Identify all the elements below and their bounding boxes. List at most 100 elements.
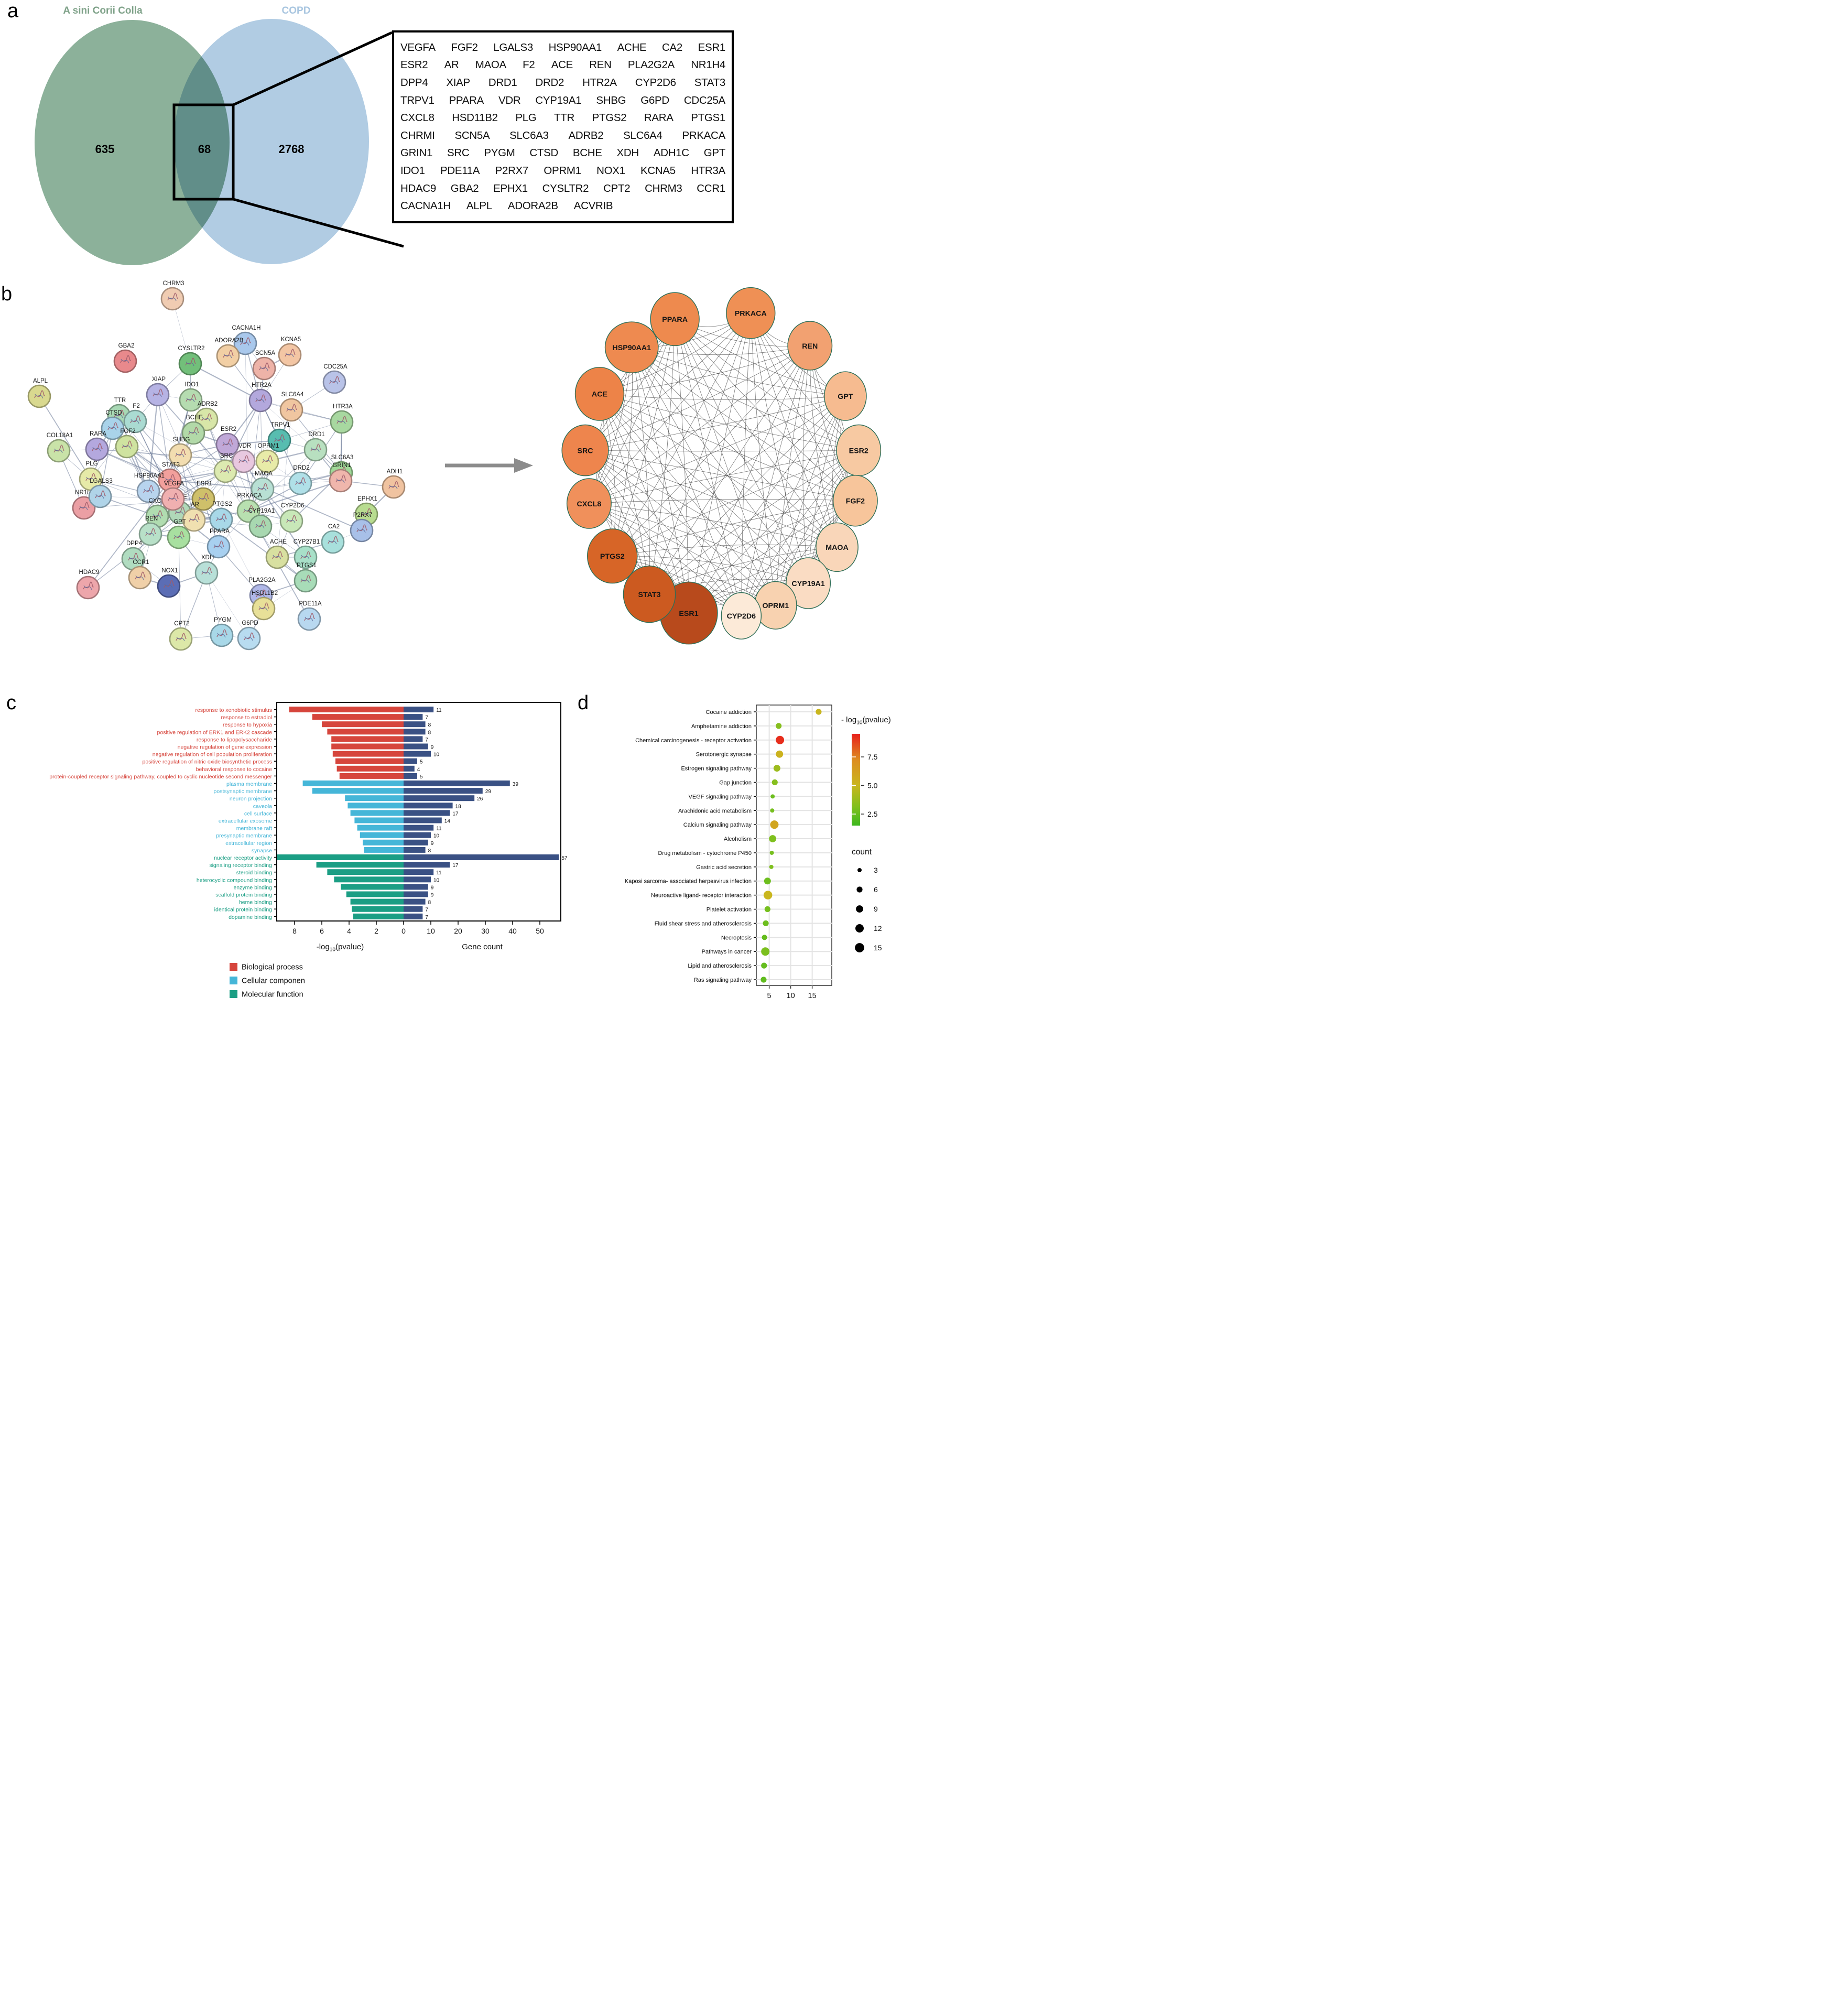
- hub-node-ACE[interactable]: ACE: [574, 366, 625, 421]
- string-node-CPT2[interactable]: CPT2: [169, 621, 193, 651]
- string-node-DRD1[interactable]: DRD1: [303, 431, 328, 462]
- hub-node-HSP90AA1[interactable]: HSP90AA1: [604, 321, 659, 373]
- string-node-STAT3[interactable]: STAT3: [158, 462, 182, 492]
- string-node-PTGS1[interactable]: PTGS1: [294, 562, 318, 593]
- string-node-AR[interactable]: AR: [182, 502, 206, 532]
- string-node-SLC6A4[interactable]: SLC6A4: [279, 392, 304, 422]
- string-node-ESR2[interactable]: ESR2: [215, 426, 240, 457]
- hub-node-CYP2D6[interactable]: CYP2D6: [721, 592, 762, 640]
- string-node-CACNA1H[interactable]: CACNA1H: [232, 325, 261, 355]
- hub-node-REN[interactable]: REN: [787, 321, 833, 371]
- string-node-PDE11A[interactable]: PDE11A: [297, 601, 322, 631]
- string-node-BCHE[interactable]: BCHE: [181, 415, 205, 445]
- gene-symbol: AR: [444, 59, 459, 71]
- string-node-ALPL[interactable]: ALPL: [27, 378, 51, 408]
- go-term-label: response to lipopolysaccharide: [197, 736, 272, 743]
- string-node-MAOA[interactable]: MAOA: [251, 471, 275, 501]
- hub-node-PPARA[interactable]: PPARA: [650, 292, 700, 346]
- string-node-CTSD[interactable]: CTSD: [101, 410, 125, 440]
- hub-node-PRKACA[interactable]: PRKACA: [726, 287, 776, 339]
- string-node-IDO1[interactable]: IDO1: [179, 382, 203, 412]
- string-node-HTR3A[interactable]: HTR3A: [330, 404, 354, 434]
- string-node-HDAC9[interactable]: HDAC9: [76, 569, 100, 600]
- string-node-P2RX7[interactable]: P2RX7: [350, 512, 374, 543]
- string-node-ADORA2B[interactable]: ADORA2B: [215, 338, 244, 368]
- string-node-CA2[interactable]: CA2: [321, 524, 345, 554]
- hub-node-ellipse: [816, 522, 859, 572]
- string-node-GBA2[interactable]: GBA2: [113, 343, 137, 373]
- string-node-DRD2[interactable]: DRD2: [288, 465, 312, 495]
- protein-ribbon-icon: [202, 570, 211, 576]
- hub-node-STAT3[interactable]: STAT3: [623, 566, 676, 623]
- string-node-CYP2D6[interactable]: CYP2D6: [279, 503, 304, 533]
- string-node-REN[interactable]: REN: [138, 516, 162, 546]
- network-edge: [260, 400, 316, 450]
- string-node-OPRM1[interactable]: OPRM1: [255, 443, 279, 473]
- node-label: CTSD: [105, 410, 122, 416]
- string-node-XDH[interactable]: XDH: [194, 555, 219, 585]
- string-node-HSP90AA1[interactable]: HSP90AA1: [134, 473, 165, 503]
- string-node-DPP4[interactable]: DPP4: [121, 540, 145, 571]
- string-node-SHBG[interactable]: SHBG: [168, 437, 192, 467]
- string-node-SCN5A[interactable]: SCN5A: [252, 350, 276, 381]
- hub-node-SRC[interactable]: SRC: [561, 424, 609, 476]
- string-node-PYGM[interactable]: PYGM: [210, 617, 234, 647]
- string-node-SRC[interactable]: SRC: [213, 453, 237, 483]
- string-node-PRKACA[interactable]: PRKACA: [236, 493, 262, 523]
- string-node-NOX1[interactable]: NOX1: [157, 568, 181, 598]
- hub-node-PTGS2[interactable]: PTGS2: [587, 528, 638, 584]
- string-node-LGALS3[interactable]: LGALS3: [88, 478, 113, 508]
- string-node-CDC25A[interactable]: CDC25A: [322, 364, 347, 394]
- gene-symbol: SHBG: [596, 94, 626, 106]
- string-node-GRIN1[interactable]: GRIN1: [329, 462, 353, 493]
- string-node-PPARA[interactable]: PPARA: [207, 528, 231, 559]
- string-node-CYP27B1[interactable]: CYP27B1: [294, 539, 320, 569]
- hub-node-OPRM1[interactable]: OPRM1: [754, 581, 797, 630]
- string-node-XIAP[interactable]: XIAP: [146, 376, 170, 407]
- string-node-CHRM3[interactable]: CHRM3: [160, 280, 184, 311]
- gene-symbol: GBA2: [450, 182, 479, 194]
- protein-ribbon-icon: [214, 544, 223, 549]
- string-node-RARA[interactable]: RARA: [85, 431, 109, 461]
- hub-node-GPT[interactable]: GPT: [823, 371, 867, 421]
- count-value: 9: [431, 841, 434, 847]
- string-node-HTR2A[interactable]: HTR2A: [248, 382, 273, 413]
- string-node-TRPV1[interactable]: TRPV1: [267, 422, 291, 452]
- string-node-CYP19A1[interactable]: CYP19A1: [248, 508, 275, 538]
- venn-left-circle[interactable]: [35, 20, 230, 265]
- hub-node-label: ACE: [592, 391, 607, 399]
- hub-node-FGF2[interactable]: FGF2: [832, 474, 878, 527]
- string-node-ESR1[interactable]: ESR1: [191, 481, 215, 511]
- string-node-GPT[interactable]: GPT: [167, 519, 191, 549]
- hub-node-label: ESR2: [849, 447, 868, 455]
- hub-node-MAOA[interactable]: MAOA: [816, 522, 859, 572]
- hub-node-CXCL8[interactable]: CXCL8: [566, 478, 612, 529]
- hub-node-CYP19A1[interactable]: CYP19A1: [786, 557, 831, 609]
- go-term-label: signaling receptor binding: [209, 862, 272, 869]
- gene-symbol: CYP2D6: [635, 76, 676, 89]
- string-node-FGF2[interactable]: FGF2: [115, 428, 139, 459]
- axis-tick-label: 0: [401, 927, 406, 935]
- string-node-ADH1[interactable]: ADH1: [382, 469, 406, 499]
- string-node-CYSLTR2[interactable]: CYSLTR2: [178, 345, 205, 376]
- pvalue-bar: [346, 891, 404, 897]
- string-node-HSD11B2[interactable]: HSD11B2: [252, 590, 278, 621]
- string-node-NR1H4[interactable]: NR1H4: [72, 490, 96, 520]
- pvalue-bar: [345, 795, 404, 801]
- string-node-CCR1[interactable]: CCR1: [128, 559, 152, 590]
- string-node-F2[interactable]: F2: [123, 403, 147, 433]
- pvalue-bar: [335, 758, 404, 764]
- axis-title: -log10(pvalue): [317, 942, 364, 952]
- hub-node-ESR2[interactable]: ESR2: [836, 424, 882, 476]
- venn-right-circle[interactable]: [174, 19, 369, 264]
- string-node-ACHE[interactable]: ACHE: [265, 539, 289, 569]
- count-value: 11: [436, 870, 442, 876]
- string-node-VEGFA[interactable]: VEGFA: [161, 481, 185, 511]
- string-node-G6PD[interactable]: G6PD: [237, 620, 261, 651]
- string-node-PTGS2[interactable]: PTGS2: [209, 501, 233, 532]
- string-node-VDR[interactable]: VDR: [232, 443, 256, 473]
- string-node-KCNA5[interactable]: KCNA5: [278, 337, 302, 367]
- string-node-COL18A1[interactable]: COL18A1: [47, 432, 73, 463]
